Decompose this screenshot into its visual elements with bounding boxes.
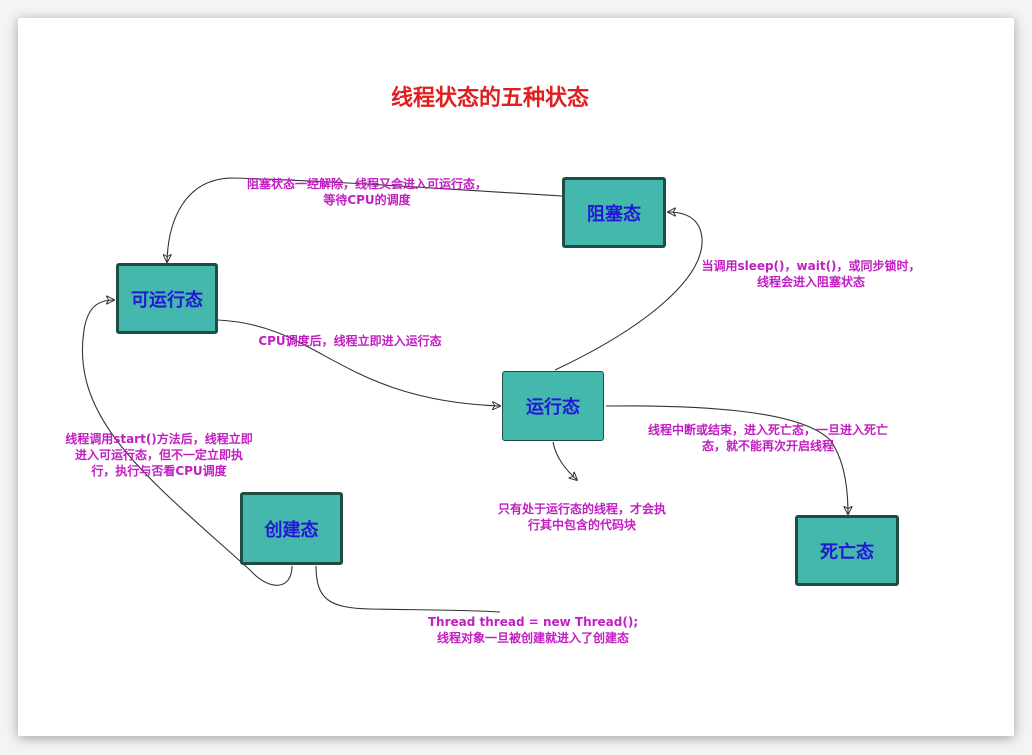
node-blocked: 阻塞态 (562, 177, 666, 248)
diagram-title: 线程状态的五种状态 (390, 86, 589, 111)
node-runnable: 可运行态 (116, 263, 218, 334)
node-created: 创建态 (240, 492, 343, 565)
edge-blocked-to-runnable (167, 177, 563, 262)
edge-running-to-blocked (554, 212, 703, 371)
note-created-to-runnable: 线程调用start()方法后，线程立即 进入可运行态，但不一定立即执 行，执行与… (65, 432, 253, 478)
edge-created-to-runnable (82, 300, 293, 586)
note-runnable-to-running: CPU调度后，线程立即进入运行态 (258, 334, 442, 348)
note-running-to-blocked: 当调用sleep()，wait()，或同步锁时， 线程会进入阻塞状态 (701, 259, 921, 289)
note-blocked-to-runnable: 阻塞状态一经解除，线程又会进入可运行态， 等待CPU的调度 (246, 177, 487, 207)
edge-runnable-to-running (217, 319, 500, 406)
note-running-to-dead: 线程中断或结束，进入死亡态，一旦进入死亡 态，就不能再次开启线程 (647, 423, 888, 453)
edge-created-to-info (315, 565, 501, 613)
node-running: 运行态 (502, 371, 604, 441)
node-dead: 死亡态 (795, 515, 899, 586)
note-running-exec: 只有处于运行态的线程，才会执 行其中包含的代码块 (497, 502, 666, 532)
edge-running-to-dead (605, 405, 848, 514)
edge-running-to-exec-note (552, 441, 577, 480)
note-created-info: Thread thread = new Thread(); 线程对象一旦被创建就… (427, 615, 639, 645)
